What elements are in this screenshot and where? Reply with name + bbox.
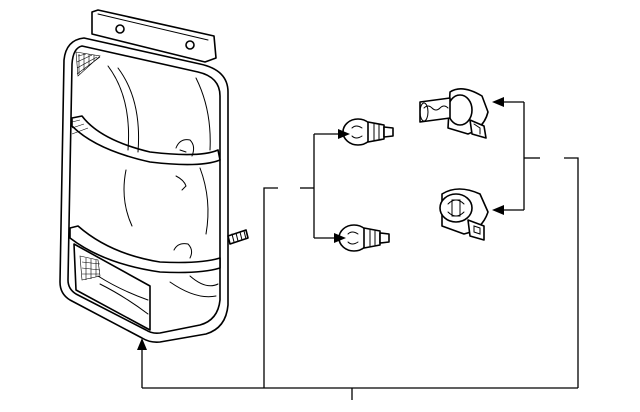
tail-lamp-assembly bbox=[59, 9, 249, 343]
mounting-hole bbox=[185, 40, 195, 50]
arrow-to-bulb-lower bbox=[334, 233, 346, 243]
arrow-to-socket-lower bbox=[492, 205, 504, 215]
reverse-lens bbox=[73, 243, 219, 331]
mounting-screw bbox=[227, 229, 249, 245]
arrow-to-lamp bbox=[137, 338, 147, 350]
wedge-bulb-icon bbox=[342, 118, 394, 146]
socket-lower bbox=[439, 188, 489, 241]
bulb-socket-icon bbox=[439, 188, 489, 241]
mounting-tab bbox=[91, 9, 217, 63]
arrow-to-socket-upper bbox=[492, 97, 504, 107]
bulb-socket-icon bbox=[419, 88, 489, 139]
mounting-hole bbox=[115, 24, 125, 34]
wedge-bulb-icon bbox=[338, 224, 390, 252]
socket-upper bbox=[419, 88, 489, 139]
arrowheads bbox=[137, 97, 504, 350]
lens-texture bbox=[75, 51, 101, 77]
bulb-lower bbox=[338, 224, 390, 252]
bulb-upper bbox=[342, 118, 394, 146]
arrow-to-bulb-upper bbox=[338, 129, 350, 139]
leader-lines bbox=[141, 101, 579, 400]
